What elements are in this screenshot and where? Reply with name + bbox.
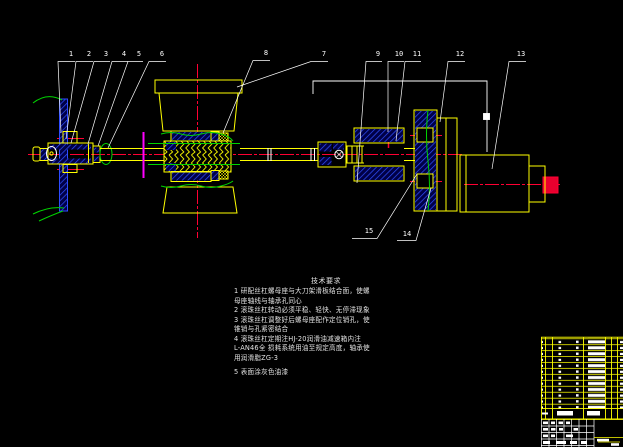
main-shaft — [100, 132, 416, 178]
bom-table — [541, 336, 623, 420]
leader-lines — [57, 60, 526, 241]
tech-requirements-title: 技术要求 — [311, 277, 341, 285]
wheel-spoke-section — [59, 98, 68, 212]
tech-line: 3 滚珠丝杠调整好后螺母座配作定位销孔，使 — [234, 315, 370, 324]
tech-line: L-AN46全 损耗系统用油至规定高度，轴承使 — [234, 344, 370, 353]
title-block — [541, 419, 623, 447]
motor-shaft-end — [542, 176, 559, 194]
hub-assembly — [32, 131, 113, 173]
callout-7: 7 — [321, 50, 327, 58]
callout-6: 6 — [159, 50, 165, 58]
bearing-unit — [317, 127, 405, 182]
tech-line: 锥销与孔紧密结合 — [234, 325, 289, 334]
callout-11: 11 — [412, 50, 422, 58]
bracket-bolt-bottom — [416, 173, 434, 189]
callout-15: 15 — [364, 227, 374, 235]
callout-10: 10 — [394, 50, 404, 58]
tech-line: 1 研配丝杠螺母座与大刀架滑板结合面，使螺 — [234, 287, 370, 295]
bracket-bolt-top — [416, 127, 434, 143]
callout-5: 5 — [136, 50, 142, 58]
ballscrew-nut — [148, 130, 240, 188]
callout-8: 8 — [263, 49, 269, 57]
callout-1: 1 — [68, 50, 74, 58]
handle-pin-bottom — [62, 164, 78, 173]
tech-line: 4 滚珠丝杠定期注HJ-20润滑油减速箱内注 — [234, 334, 362, 343]
tech-line: 母座轴线与轴承孔同心 — [234, 296, 302, 305]
support-bracket — [413, 109, 458, 212]
callout-14: 14 — [402, 230, 412, 238]
callout-2: 2 — [86, 50, 92, 58]
shaft-end-view — [46, 146, 57, 161]
callout-13: 13 — [516, 50, 526, 58]
phantom-outline — [312, 80, 490, 152]
motor — [459, 154, 546, 213]
callout-4: 4 — [121, 50, 127, 58]
callout-3: 3 — [103, 50, 109, 58]
bracket-break-line — [426, 109, 430, 212]
tech-line: 用润滑脂ZG-3 — [234, 353, 279, 362]
tech-requirements: 1 研配丝杠螺母座与大刀架滑板结合面，使螺 母座轴线与轴承孔同心 2 滚珠丝杠转… — [234, 287, 370, 378]
bearing-ball — [334, 149, 344, 160]
handle-pin-top — [62, 131, 78, 144]
tech-line: 2 滚珠丝杠转动必须平稳、轻快、无停滞现象 — [234, 306, 370, 315]
tech-line: 5 表面涂灰色油漆 — [234, 368, 289, 377]
joint-ball — [99, 143, 113, 165]
title-block-blobs — [543, 421, 619, 446]
callout-9: 9 — [375, 50, 381, 58]
bom-footer-blobs — [542, 411, 600, 416]
callout-12: 12 — [455, 50, 465, 58]
